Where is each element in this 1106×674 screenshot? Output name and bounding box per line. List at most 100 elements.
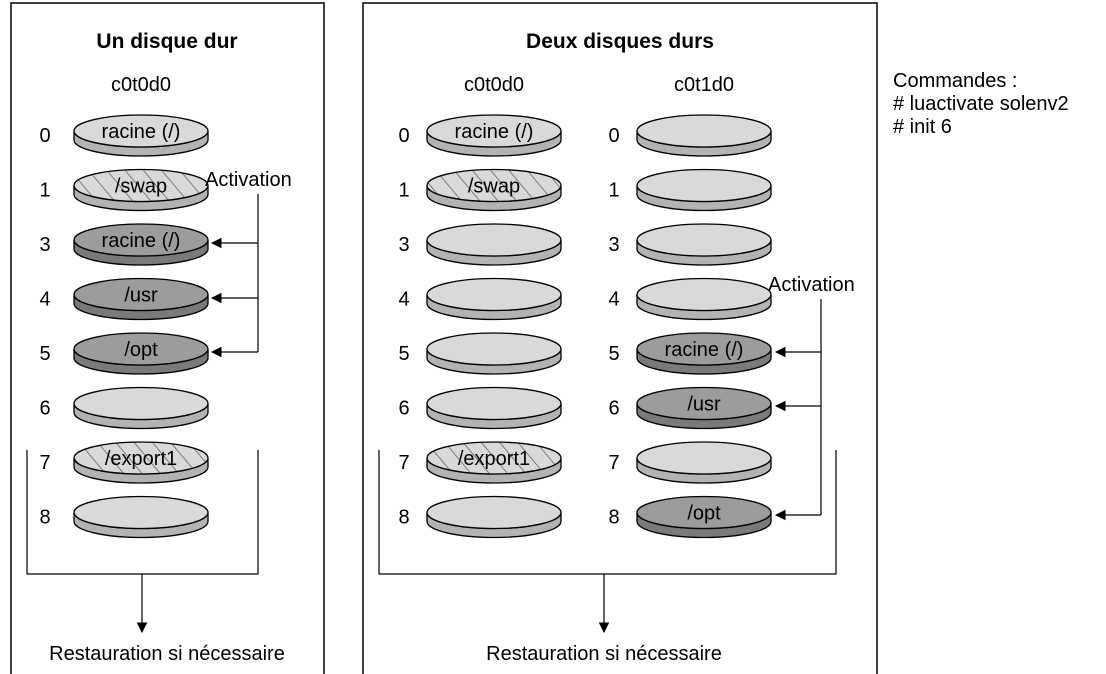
slice-top <box>73 441 209 475</box>
command-line: # luactivate solenv2 <box>893 93 1069 115</box>
disk-slice <box>636 114 772 157</box>
slice-top <box>426 223 562 257</box>
slice-number: 8 <box>398 507 409 529</box>
slice-top <box>636 114 772 148</box>
disk-slice: /export1 <box>73 441 209 484</box>
slice-number: 7 <box>398 452 409 474</box>
panel-one-disk: Un disque dur c0t0d0 0 racine (/) 1/swap 3 r… <box>10 2 325 674</box>
panel-two-disks: Deux disques durs c0t0d0 c0t1d0 0 racine … <box>362 2 878 674</box>
disk-slice <box>636 441 772 484</box>
slice-top <box>636 223 772 257</box>
disk-slice: /swap <box>73 168 209 212</box>
commands-heading: Commandes : <box>893 70 1018 92</box>
panel-two-frame <box>362 2 878 674</box>
disk-slice <box>73 495 209 539</box>
slice-top <box>426 386 562 421</box>
slice-number: 1 <box>398 180 409 202</box>
slice-number: 3 <box>608 234 619 256</box>
slice-number: 0 <box>398 125 409 147</box>
disk-slice <box>426 495 562 539</box>
slice-top <box>73 277 209 312</box>
slice-number: 8 <box>39 507 50 529</box>
panel-one-title: Un disque dur <box>96 30 237 53</box>
slice-label: racine (/) <box>102 230 181 252</box>
disk-slice: racine (/) <box>636 332 772 375</box>
disk-slice <box>426 277 562 321</box>
slice-number: 5 <box>398 343 409 365</box>
disk-stack-c0t0d0: 0 racine (/) 1/swap 3 4 5 6 7/export1 8 <box>398 114 562 539</box>
slice-top <box>73 332 209 366</box>
slice-top <box>636 277 772 312</box>
slice-number: 6 <box>39 398 50 420</box>
slice-label: racine (/) <box>665 339 744 361</box>
command-line: # init 6 <box>893 116 952 138</box>
panel-one-footer: Restauration si nécessaire <box>49 643 285 665</box>
disk-slice <box>73 386 209 430</box>
slice-top <box>636 332 772 366</box>
slice-number: 0 <box>39 125 50 147</box>
slice-top <box>73 168 209 203</box>
slice-number: 3 <box>398 234 409 256</box>
slice-label: /usr <box>687 394 721 416</box>
disk-slice <box>636 223 772 266</box>
slice-label: /swap <box>115 176 167 198</box>
slice-label: /export1 <box>105 448 177 470</box>
slice-number: 8 <box>608 507 619 529</box>
panel-one-frame <box>10 2 325 674</box>
commands-block: Commandes : # luactivate solenv2 # init … <box>893 70 1069 138</box>
slice-label: racine (/) <box>455 121 534 143</box>
disk-slice: racine (/) <box>426 114 562 157</box>
slice-top <box>636 495 772 530</box>
slice-number: 4 <box>398 289 409 311</box>
disk-slice: /usr <box>636 386 772 430</box>
restore-bracket <box>378 450 837 575</box>
disk-name-c0t0d0: c0t0d0 <box>111 74 171 96</box>
slice-label: /export1 <box>458 448 530 470</box>
disk-slice: /swap <box>426 168 562 212</box>
disk-slice: /opt <box>636 495 772 539</box>
slice-top <box>426 332 562 366</box>
slice-top <box>73 386 209 421</box>
slice-number: 1 <box>608 180 619 202</box>
disk-slice <box>426 332 562 375</box>
slice-label: /opt <box>687 503 721 525</box>
disk-slice <box>426 386 562 430</box>
slice-label: /usr <box>124 285 158 307</box>
disk-slice: /opt <box>73 332 209 375</box>
disk-name-c0t1d0: c0t1d0 <box>674 74 734 96</box>
slice-top <box>426 495 562 530</box>
slice-top <box>73 223 209 257</box>
slice-number: 5 <box>39 343 50 365</box>
slice-top <box>636 441 772 475</box>
disk-slice <box>636 277 772 321</box>
disk-name-c0t0d0: c0t0d0 <box>464 74 524 96</box>
slice-number: 4 <box>608 289 619 311</box>
activation-label: Activation <box>205 169 292 191</box>
disk-slice: /usr <box>73 277 209 321</box>
slice-top <box>636 386 772 421</box>
disk-slice: racine (/) <box>73 114 209 157</box>
slice-top <box>73 114 209 148</box>
disk-slice: racine (/) <box>73 223 209 266</box>
slice-top <box>73 495 209 530</box>
slice-top <box>426 441 562 475</box>
disk-slice <box>636 168 772 212</box>
slice-top <box>426 277 562 312</box>
slice-label: racine (/) <box>102 121 181 143</box>
panel-two-footer: Restauration si nécessaire <box>486 643 722 665</box>
slice-number: 4 <box>39 289 50 311</box>
activation-label: Activation <box>768 274 855 296</box>
slice-number: 7 <box>39 452 50 474</box>
slice-number: 3 <box>39 234 50 256</box>
slice-number: 1 <box>39 180 50 202</box>
slice-top <box>426 114 562 148</box>
slice-number: 6 <box>608 398 619 420</box>
slice-number: 6 <box>398 398 409 420</box>
slice-top <box>636 168 772 203</box>
panel-two-title: Deux disques durs <box>526 30 714 53</box>
slice-label: /opt <box>124 339 158 361</box>
slice-label: /swap <box>468 176 520 198</box>
disk-stack-c0t0d0: 0 racine (/) 1/swap 3 racine (/) 4/usr 5/opt 6 7… <box>39 114 209 539</box>
